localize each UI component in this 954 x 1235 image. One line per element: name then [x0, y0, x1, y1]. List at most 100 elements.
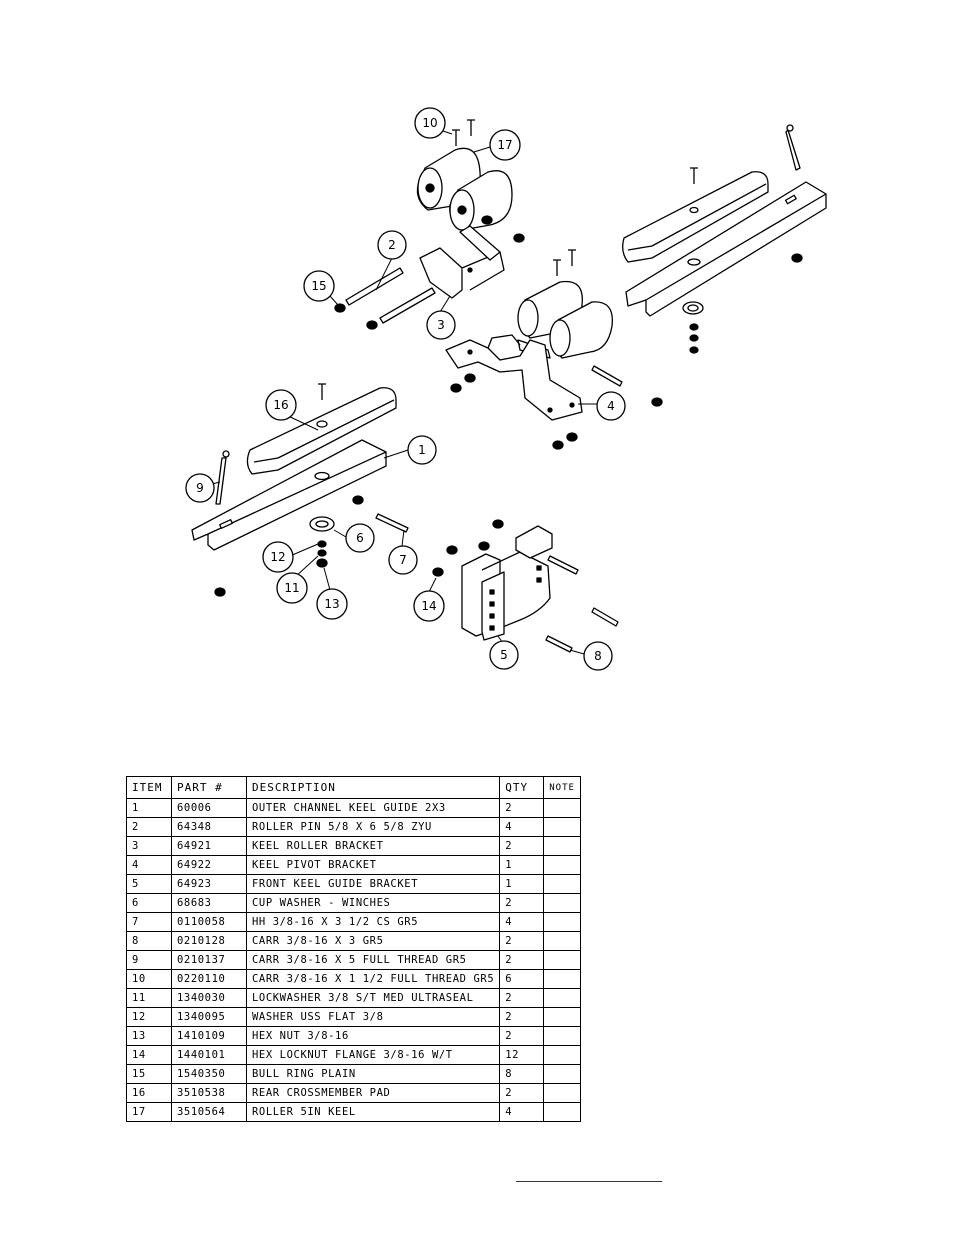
note-cell [543, 931, 581, 951]
item-cell: 8 [126, 931, 172, 951]
outer-channel-keel-guide-1-left [191, 439, 387, 551]
table-header-row: ITEM PART # DESCRIPTION QTY NOTE [126, 776, 581, 799]
svg-text:16: 16 [273, 398, 288, 412]
note-cell [543, 912, 581, 932]
svg-text:9: 9 [196, 481, 204, 495]
qty-cell: 4 [499, 1102, 545, 1122]
qty-cell: 12 [499, 1045, 545, 1065]
item-cell: 3 [126, 836, 172, 856]
item-cell: 11 [126, 988, 172, 1008]
qty-cell: 2 [499, 1026, 545, 1046]
callout-8: 8 [583, 641, 613, 671]
part-number-cell: 64921 [171, 836, 247, 856]
callout-17: 17 [489, 129, 521, 161]
note-cell [543, 969, 581, 989]
roller-17-pair [416, 147, 513, 231]
carriage-bolt-10-top [452, 119, 475, 146]
part-number-cell: 1410109 [171, 1026, 247, 1046]
description-cell: OUTER CHANNEL KEEL GUIDE 2X3 [245, 798, 501, 818]
header-part-number: PART # [171, 776, 247, 799]
description-cell: ROLLER PIN 5/8 X 6 5/8 ZYU [245, 817, 501, 837]
note-cell [543, 950, 581, 970]
hex-locknut-14-lower [432, 519, 504, 577]
qty-cell: 2 [499, 988, 545, 1008]
description-cell: CARR 3/8-16 X 1 1/2 FULL THREAD GR5 [245, 969, 501, 989]
callout-12: 12 [262, 541, 294, 573]
svg-text:15: 15 [311, 279, 326, 293]
svg-text:2: 2 [388, 238, 396, 252]
cup-washer-6-left [214, 495, 364, 597]
callout-14: 14 [413, 590, 445, 622]
callout-4: 4 [596, 391, 626, 421]
note-cell [543, 874, 581, 894]
callout-9: 9 [185, 473, 215, 503]
part-number-cell: 1540350 [171, 1064, 247, 1084]
header-qty: QTY [499, 776, 545, 799]
svg-text:13: 13 [324, 597, 339, 611]
svg-text:17: 17 [497, 138, 512, 152]
item-cell: 9 [126, 950, 172, 970]
leader-lines [211, 129, 598, 655]
part-number-cell: 64923 [171, 874, 247, 894]
header-description: DESCRIPTION [245, 776, 501, 799]
callout-1: 1 [407, 435, 437, 465]
description-cell: REAR CROSSMEMBER PAD [245, 1083, 501, 1103]
note-cell [543, 1064, 581, 1084]
note-cell [543, 1102, 581, 1122]
item-cell: 6 [126, 893, 172, 913]
callout-10: 10 [414, 107, 446, 139]
qty-cell: 8 [499, 1064, 545, 1084]
part-number-cell: 0220110 [171, 969, 247, 989]
note-cell [543, 817, 581, 837]
svg-text:10: 10 [422, 116, 437, 130]
callout-16: 16 [265, 389, 297, 421]
callout-5: 5 [489, 640, 519, 670]
callout-15: 15 [303, 270, 335, 302]
qty-cell: 2 [499, 836, 545, 856]
qty-cell: 1 [499, 874, 545, 894]
svg-text:3: 3 [437, 318, 445, 332]
qty-cell: 2 [499, 1007, 545, 1027]
description-cell: HEX LOCKNUT FLANGE 3/8-16 W/T [245, 1045, 501, 1065]
description-cell: KEEL ROLLER BRACKET [245, 836, 501, 856]
description-cell: FRONT KEEL GUIDE BRACKET [245, 874, 501, 894]
callout-13: 13 [316, 588, 348, 620]
hex-head-bolt-7-mid [591, 365, 623, 387]
note-cell [543, 988, 581, 1008]
part-number-cell: 1440101 [171, 1045, 247, 1065]
rear-crossmember-pad-16-right [622, 167, 769, 263]
part-number-cell: 0210137 [171, 950, 247, 970]
description-cell: CUP WASHER - WINCHES [245, 893, 501, 913]
note-cell [543, 1045, 581, 1065]
svg-text:4: 4 [607, 399, 615, 413]
callout-3: 3 [426, 310, 456, 340]
note-cell [543, 855, 581, 875]
keel-roller-bracket-3-upper [419, 225, 505, 299]
item-cell: 10 [126, 969, 172, 989]
footer-link-underline[interactable] [516, 1181, 662, 1182]
part-number-cell: 68683 [171, 893, 247, 913]
callout-6: 6 [345, 523, 375, 553]
description-cell: CARR 3/8-16 X 3 GR5 [245, 931, 501, 951]
item-cell: 2 [126, 817, 172, 837]
svg-text:1: 1 [418, 443, 426, 457]
description-cell: BULL RING PLAIN [245, 1064, 501, 1084]
qty-cell: 6 [499, 969, 545, 989]
carriage-bolt-8 [545, 555, 619, 653]
qty-cell: 1 [499, 855, 545, 875]
part-number-cell: 0210128 [171, 931, 247, 951]
svg-text:6: 6 [356, 531, 364, 545]
note-cell [543, 798, 581, 818]
